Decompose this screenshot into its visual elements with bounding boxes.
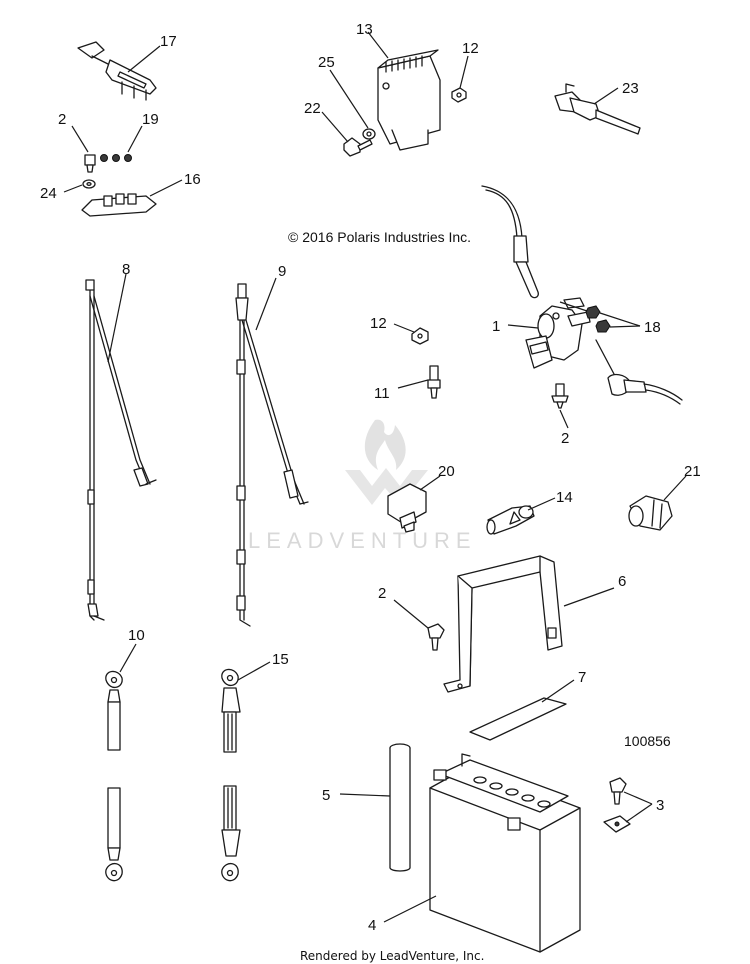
callout-18: 18 xyxy=(644,319,661,336)
part-12-nut-middle xyxy=(411,327,429,345)
part-7-battery-pad xyxy=(469,697,567,741)
callout-6: 6 xyxy=(618,573,626,590)
callout-2-lower: 2 xyxy=(378,585,386,602)
part-16-terminal-block xyxy=(81,193,157,217)
callout-1: 1 xyxy=(492,318,500,335)
part-18-nuts xyxy=(585,305,611,333)
callout-21: 21 xyxy=(684,463,701,480)
part-10-battery-cable xyxy=(105,670,123,882)
callout-23: 23 xyxy=(622,80,639,97)
callout-2-top: 2 xyxy=(58,111,66,128)
part-13-voltage-regulator xyxy=(377,49,441,151)
part-4-battery xyxy=(429,753,581,953)
part-24-washer xyxy=(82,179,96,189)
part-11-stud xyxy=(427,365,441,399)
part-21-terminal-boot xyxy=(628,495,673,531)
callout-8: 8 xyxy=(122,261,130,278)
callout-14: 14 xyxy=(556,489,573,506)
callout-12-top: 12 xyxy=(462,40,479,57)
part-25-washer xyxy=(362,128,376,140)
part-3-bolt xyxy=(609,777,627,805)
callout-17: 17 xyxy=(160,33,177,50)
callout-13: 13 xyxy=(356,21,373,38)
callout-22: 22 xyxy=(304,100,321,117)
part-17-terminal-cover xyxy=(77,41,157,101)
part-9-wire-harness xyxy=(235,283,309,627)
solenoid-lead-cable xyxy=(481,185,539,299)
callout-25: 25 xyxy=(318,54,335,71)
callout-7: 7 xyxy=(578,669,586,686)
callout-24: 24 xyxy=(40,185,57,202)
part-15-battery-cable xyxy=(221,668,241,882)
callout-4: 4 xyxy=(368,917,376,934)
callout-5: 5 xyxy=(322,787,330,804)
part-14-terminal-boot xyxy=(486,505,535,535)
callout-10: 10 xyxy=(128,627,145,644)
callout-16: 16 xyxy=(184,171,201,188)
callout-11: 11 xyxy=(374,385,390,402)
solenoid-ground-cable xyxy=(595,339,683,405)
part-22-bolt xyxy=(343,137,373,157)
part-20-terminal-boot xyxy=(387,483,427,533)
copyright-text: © 2016 Polaris Industries Inc. xyxy=(288,229,471,245)
part-2-screw-middle xyxy=(551,383,569,409)
watermark-text: LEADVENTURE xyxy=(248,528,477,553)
diagram-number: 100856 xyxy=(624,733,671,749)
part-19-nuts xyxy=(100,154,132,162)
part-12-nut-top xyxy=(451,87,467,103)
callout-2-middle: 2 xyxy=(561,430,569,447)
callout-3: 3 xyxy=(656,797,664,814)
part-6-battery-bracket xyxy=(443,555,563,693)
callout-9: 9 xyxy=(278,263,286,280)
footer-text: Rendered by LeadVenture, Inc. xyxy=(300,949,484,963)
part-2-screw-top xyxy=(84,154,96,173)
callout-15: 15 xyxy=(272,651,289,668)
part-2-bolt-lower xyxy=(427,623,445,651)
callout-20: 20 xyxy=(438,463,455,480)
part-1-starter-solenoid xyxy=(525,297,591,369)
part-23-cable-clip xyxy=(554,83,641,135)
part-5-vent-tube xyxy=(389,743,411,872)
part-3-nut xyxy=(603,815,631,833)
part-8-wire-harness xyxy=(85,279,157,621)
callout-19: 19 xyxy=(142,111,159,128)
callout-12-middle: 12 xyxy=(370,315,387,332)
